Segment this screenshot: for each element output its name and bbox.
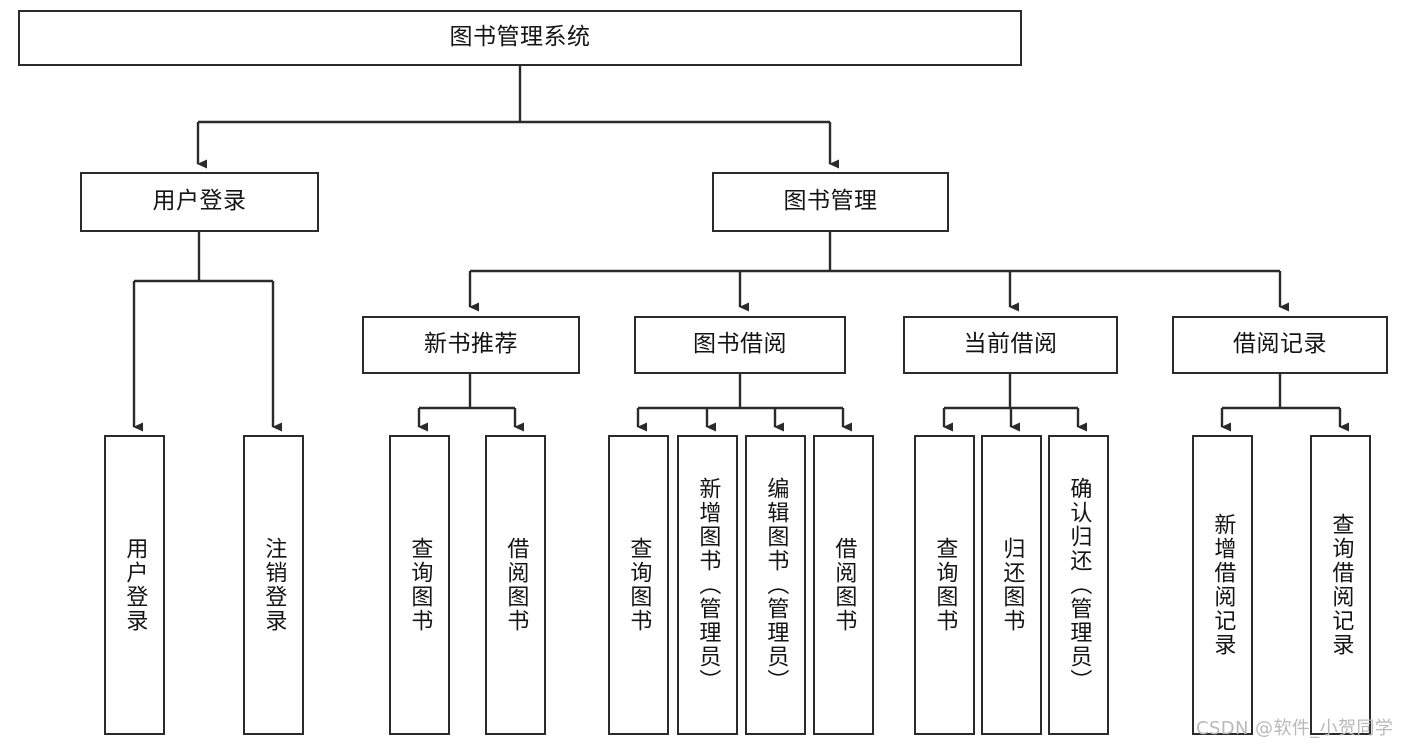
leaf-book-borrow-add-book-admin[interactable]: 新增图书（管理员） [677,435,738,735]
node-current-borrow-label: 当前借阅 [963,331,1058,358]
leaf-new-book-borrow-book[interactable]: 借阅图书 [485,435,546,735]
leaf-current-borrow-query-book-label: 查询图书 [932,537,958,633]
node-current-borrow[interactable]: 当前借阅 [903,316,1118,374]
leaf-book-borrow-query-book-label: 查询图书 [626,537,652,633]
node-book-borrow[interactable]: 图书借阅 [634,316,846,374]
leaf-book-borrow-borrow-book-label: 借阅图书 [831,537,857,633]
leaf-book-borrow-query-book[interactable]: 查询图书 [608,435,669,735]
leaf-current-borrow-return-book-label: 归还图书 [999,537,1025,633]
node-root-label: 图书管理系统 [449,24,591,51]
node-borrow-record[interactable]: 借阅记录 [1172,316,1388,374]
node-new-book-recommend[interactable]: 新书推荐 [362,316,580,374]
leaf-user-login-login-label: 用户登录 [122,537,148,633]
leaf-book-borrow-borrow-book[interactable]: 借阅图书 [813,435,874,735]
leaf-book-borrow-edit-book-admin-label: 编辑图书（管理员） [763,477,789,693]
leaf-user-login-login[interactable]: 用户登录 [104,435,165,735]
leaf-borrow-record-query-record-label: 查询借阅记录 [1328,513,1354,657]
leaf-borrow-record-add-record[interactable]: 新增借阅记录 [1192,435,1253,735]
node-user-login-label: 用户登录 [152,188,247,215]
node-book-borrow-label: 图书借阅 [693,331,787,358]
leaf-user-login-logout-label: 注销登录 [261,537,287,633]
leaf-book-borrow-edit-book-admin[interactable]: 编辑图书（管理员） [745,435,806,735]
node-new-book-recommend-label: 新书推荐 [424,331,518,358]
leaf-new-book-query-book[interactable]: 查询图书 [389,435,450,735]
node-borrow-record-label: 借阅记录 [1233,331,1327,358]
leaf-user-login-logout[interactable]: 注销登录 [243,435,304,735]
leaf-current-borrow-query-book[interactable]: 查询图书 [914,435,975,735]
node-book-management-label: 图书管理 [783,188,878,215]
node-root-book-management-system[interactable]: 图书管理系统 [18,10,1022,66]
leaf-new-book-query-book-label: 查询图书 [407,537,433,633]
leaf-book-borrow-add-book-admin-label: 新增图书（管理员） [695,477,721,693]
leaf-current-borrow-confirm-return-admin-label: 确认归还（管理员） [1066,477,1092,693]
node-user-login[interactable]: 用户登录 [80,172,319,232]
leaf-current-borrow-confirm-return-admin[interactable]: 确认归还（管理员） [1048,435,1109,735]
leaf-new-book-borrow-book-label: 借阅图书 [503,537,529,633]
node-book-management[interactable]: 图书管理 [712,172,949,232]
csdn-watermark: CSDN @软件_小贺同学 [1196,718,1394,739]
leaf-borrow-record-add-record-label: 新增借阅记录 [1210,513,1236,657]
leaf-current-borrow-return-book[interactable]: 归还图书 [981,435,1042,735]
leaf-borrow-record-query-record[interactable]: 查询借阅记录 [1310,435,1371,735]
